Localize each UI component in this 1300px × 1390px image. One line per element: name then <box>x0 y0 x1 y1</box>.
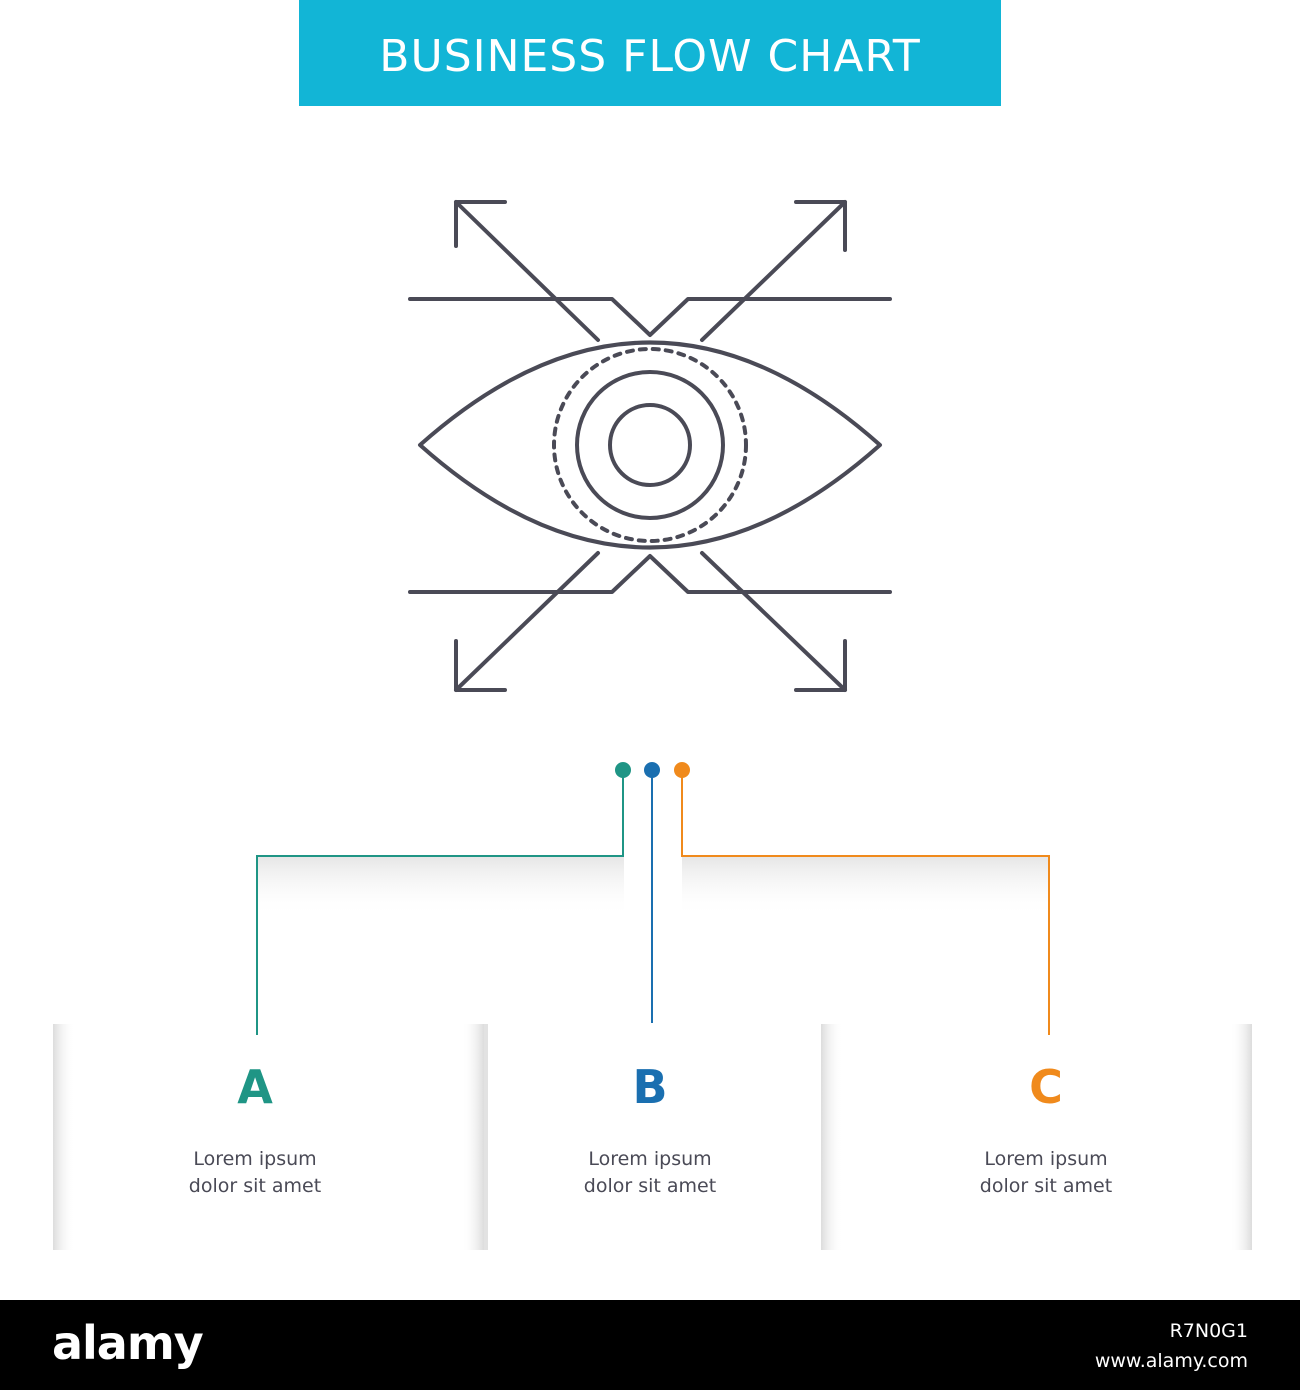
flow-chart-canvas <box>53 200 1252 1250</box>
step-b-line1: Lorem ipsum <box>588 1148 712 1170</box>
step-c-letter: C <box>1029 1060 1063 1114</box>
step-a-description: Lorem ipsum dolor sit amet <box>105 1146 405 1200</box>
step-a-letter: A <box>237 1060 273 1114</box>
step-c-description: Lorem ipsum dolor sit amet <box>896 1146 1196 1200</box>
step-box-c <box>821 1024 1252 1250</box>
step-b-letter: B <box>632 1060 668 1114</box>
step-c-line1: Lorem ipsum <box>984 1148 1108 1170</box>
connector-shade-right <box>682 857 1050 917</box>
step-a-line2: dolor sit amet <box>188 1175 322 1197</box>
connector-dot-a <box>615 762 631 778</box>
footer-url: www.alamy.com <box>1094 1350 1248 1372</box>
step-b-description: Lorem ipsum dolor sit amet <box>500 1146 800 1200</box>
eye-arrows-icon <box>408 200 892 692</box>
image-id: R7N0G1 <box>1169 1320 1248 1342</box>
alamy-logo: alamy <box>52 1316 204 1370</box>
step-a-line1: Lorem ipsum <box>193 1148 317 1170</box>
connector-shade-left <box>258 857 624 917</box>
step-box-b <box>484 1024 488 1250</box>
step-b-line2: dolor sit amet <box>583 1175 717 1197</box>
connector-a <box>256 770 624 1035</box>
footer-bar: alamy R7N0G1 www.alamy.com <box>0 1300 1300 1390</box>
step-box-a <box>53 1024 484 1250</box>
connector-c <box>681 770 1050 1035</box>
connector-dot-b <box>644 762 660 778</box>
page-title: BUSINESS FLOW CHART <box>379 30 921 82</box>
connector-dot-c <box>674 762 690 778</box>
step-c-line2: dolor sit amet <box>979 1175 1113 1197</box>
title-banner: BUSINESS FLOW CHART <box>299 0 1001 106</box>
